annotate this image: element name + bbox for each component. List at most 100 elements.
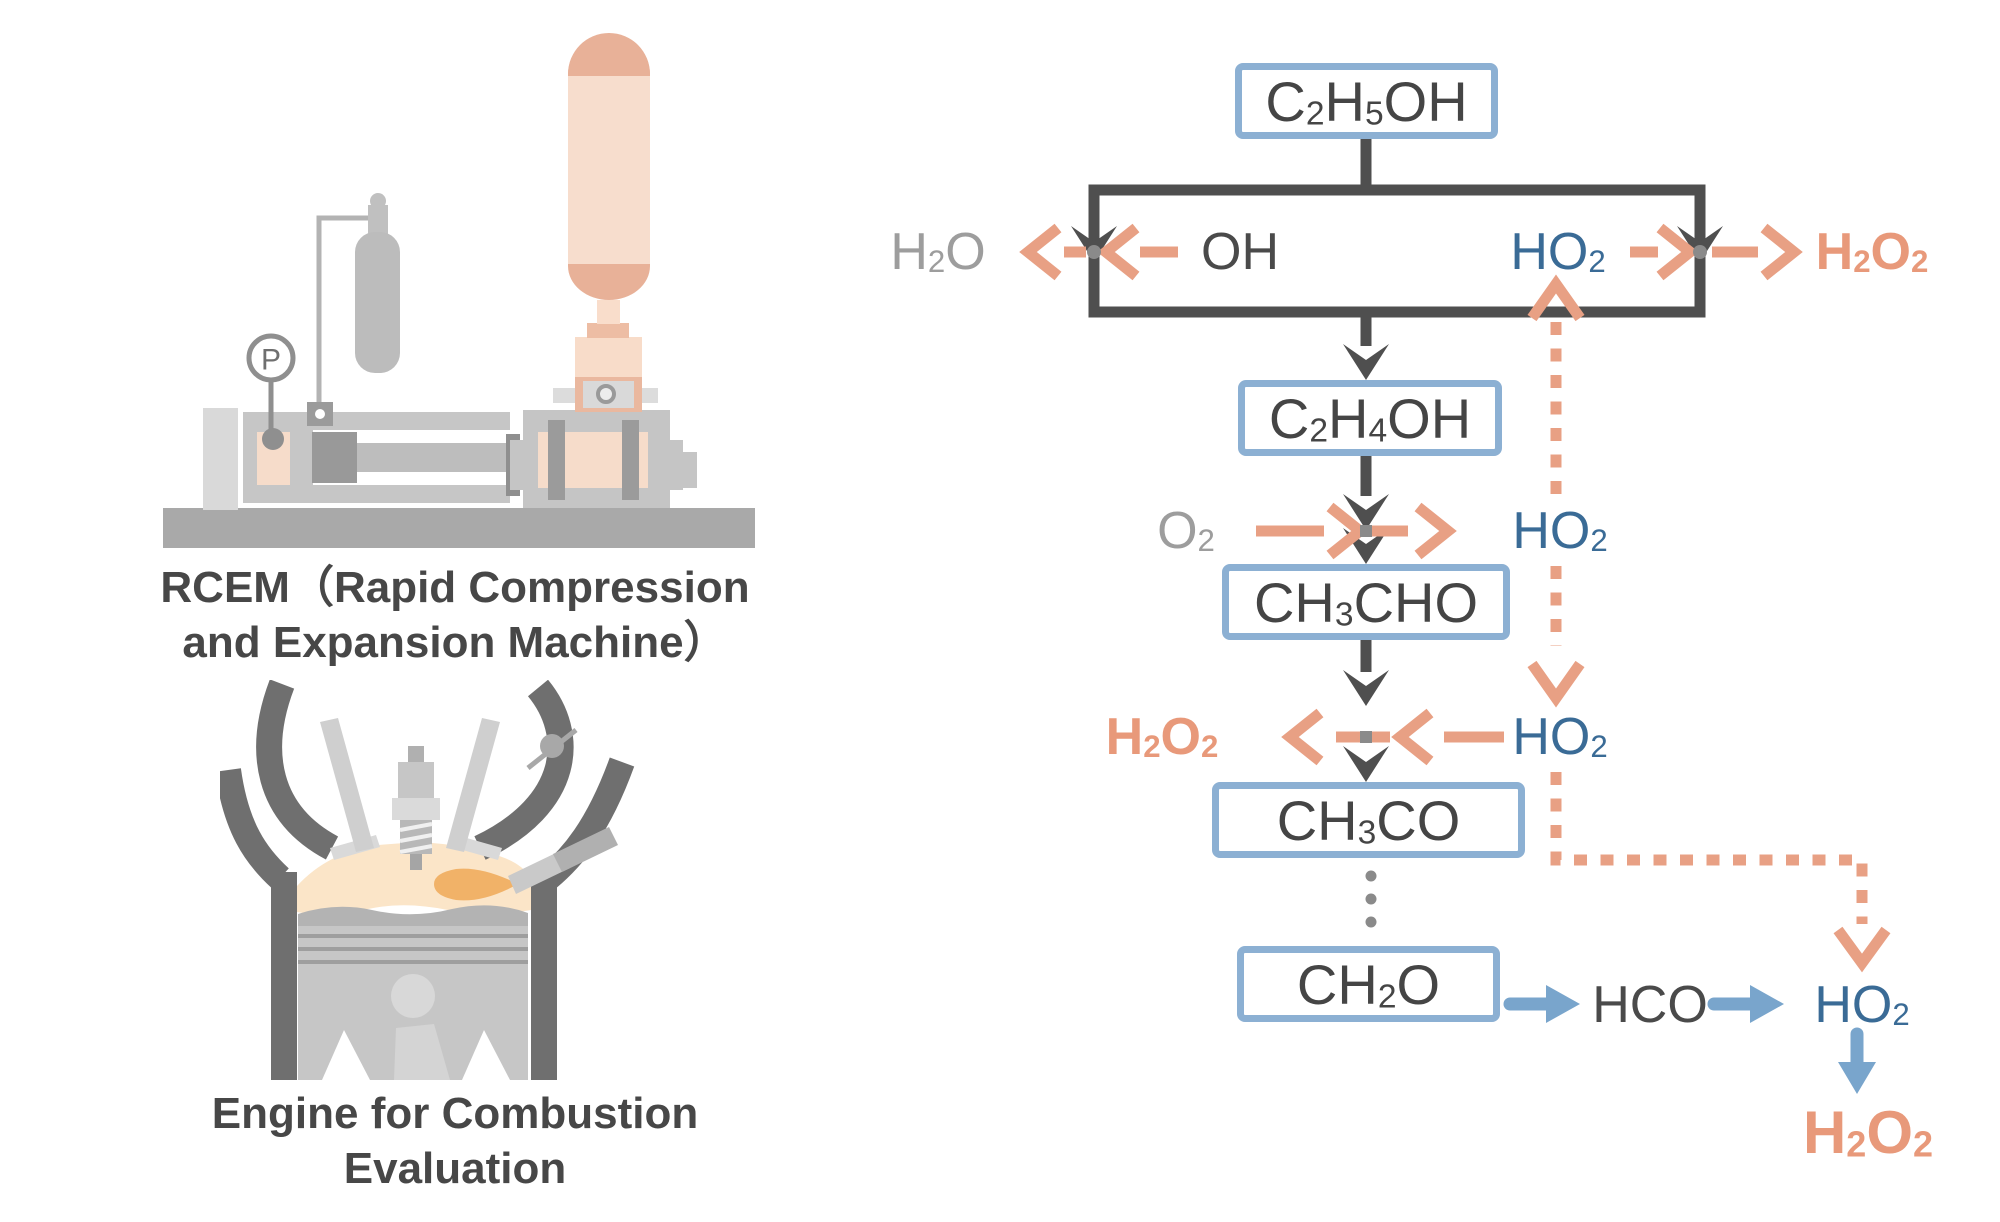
label-hco: HCO bbox=[1592, 976, 1708, 1034]
gas-cylinder-neck bbox=[368, 205, 388, 235]
label-ho2-third: HO2 bbox=[1512, 708, 1608, 766]
chamber-flange-right bbox=[670, 440, 683, 490]
engine-caption: Engine for Combustion Evaluation bbox=[130, 1086, 780, 1196]
label-h2o2-left: H2O2 bbox=[1105, 708, 1219, 766]
accumulator-body bbox=[568, 74, 650, 264]
species-box-c2h5oh: C2H5OH bbox=[1235, 63, 1498, 139]
ellipsis-dot-1 bbox=[1365, 870, 1377, 882]
branch-frame bbox=[1088, 139, 1706, 672]
intake-runner-far-left bbox=[220, 768, 289, 888]
species-box-ch3co: CH3CO bbox=[1212, 782, 1525, 858]
exhaust-runner-upper-right bbox=[474, 680, 574, 860]
connecting-rod bbox=[394, 1024, 450, 1080]
species-formula-ch3co: CH3CO bbox=[1276, 788, 1461, 852]
rcem-base bbox=[163, 508, 755, 548]
piston-pin bbox=[391, 974, 435, 1018]
label-h2o: H2O bbox=[890, 223, 986, 281]
pipe-fitting-port bbox=[315, 409, 325, 419]
dotted-arrowhead-up-top bbox=[1527, 274, 1585, 322]
species-box-ch3cho: CH3CHO bbox=[1222, 564, 1510, 640]
arrow-to-h2o2-left-head bbox=[1281, 708, 1324, 766]
intake-runner-upper-left bbox=[256, 680, 339, 860]
spark-plug-tip bbox=[410, 854, 422, 870]
label-ho2-bottom: HO2 bbox=[1814, 976, 1910, 1034]
rcem-piston-rod bbox=[357, 443, 506, 472]
label-o2: O2 bbox=[1157, 502, 1215, 560]
blue-arrows bbox=[1503, 985, 1876, 1094]
valve-left bbox=[320, 718, 374, 852]
gauge-ball bbox=[262, 428, 284, 450]
piston-skirt-notch-right bbox=[462, 1030, 510, 1080]
arrow-ch2o-hco-head bbox=[1546, 985, 1580, 1023]
ellipsis-dot-3 bbox=[1365, 916, 1377, 928]
injector-nozzle bbox=[508, 850, 570, 894]
chamber-flange-left bbox=[510, 440, 523, 490]
ellipsis-dot-2 bbox=[1365, 893, 1377, 905]
chamber-tab-right bbox=[683, 452, 697, 488]
adjuster-knob-icon bbox=[540, 734, 564, 758]
fuel-spray bbox=[434, 868, 518, 901]
rcem-machine-group: P bbox=[163, 33, 755, 548]
valve-right bbox=[446, 718, 500, 852]
label-oh: OH bbox=[1201, 223, 1279, 281]
arrowhead-to-o2-junction bbox=[1343, 494, 1389, 530]
arrow-ho2-head bbox=[1656, 223, 1699, 281]
gauge-dial bbox=[246, 333, 296, 383]
species-formula-ch2o: CH2O bbox=[1296, 952, 1441, 1016]
engine-caption-line2: Evaluation bbox=[343, 1144, 567, 1193]
chamber-bar-left bbox=[548, 420, 565, 500]
spark-plug-body bbox=[398, 762, 434, 798]
arrow-o2-to-ho2-head bbox=[1414, 502, 1457, 560]
arrowhead-to-ho2-junction bbox=[1343, 670, 1389, 706]
arrow-oh-head bbox=[1097, 223, 1140, 281]
rcem-backing-plate bbox=[203, 408, 238, 510]
driver-piston-neck bbox=[597, 300, 620, 324]
driver-piston-collar bbox=[587, 323, 629, 338]
dotted-arrowhead-down-bottom bbox=[1833, 926, 1891, 973]
thread-stripe-1 bbox=[399, 822, 433, 832]
gauge-label: P bbox=[261, 344, 281, 377]
ho2-dotted-path bbox=[1527, 274, 1891, 973]
spark-plug-collar bbox=[392, 798, 440, 820]
dotted-arrowhead-down-mid bbox=[1527, 660, 1585, 708]
label-h2o2-top: H2O2 bbox=[1815, 223, 1929, 281]
arrowhead-left-junction bbox=[1071, 226, 1117, 262]
accumulator-bottom-cap bbox=[568, 262, 650, 300]
rcem-caption: RCEM（Rapid Compression and Expansion Mac… bbox=[130, 560, 780, 670]
rcem-illustration: P bbox=[163, 33, 755, 548]
arrow-to-h2o2-head bbox=[1760, 223, 1803, 281]
label-ho2-top: HO2 bbox=[1510, 223, 1606, 281]
arrowhead-into-c2h4oh bbox=[1343, 344, 1389, 380]
gas-cylinder-cap bbox=[370, 193, 386, 209]
engine-illustration bbox=[220, 680, 635, 1080]
species-box-c2h4oh: C2H4OH bbox=[1238, 380, 1502, 456]
spark-plug-knob bbox=[408, 746, 424, 762]
engine-caption-line1: Engine for Combustion bbox=[211, 1089, 699, 1138]
dotted-segment-lower bbox=[1550, 772, 1868, 924]
arrow-ho2-mid-head bbox=[1391, 708, 1434, 766]
piston-crown bbox=[298, 905, 528, 926]
window-tab-left bbox=[553, 388, 575, 403]
species-formula-c2h4oh: C2H4OH bbox=[1268, 386, 1472, 450]
species-box-ch2o: CH2O bbox=[1237, 946, 1500, 1022]
thread-stripe-3 bbox=[399, 844, 433, 854]
window-ring bbox=[596, 384, 616, 404]
label-h2o2-bottom: H2O2 bbox=[1802, 1099, 1934, 1166]
junction-dot-left bbox=[1087, 245, 1101, 259]
arrow-ho2-h2o2-head bbox=[1838, 1062, 1876, 1094]
gas-cylinder bbox=[355, 232, 400, 373]
chamber-bar-right bbox=[622, 420, 639, 500]
thread-stripe-2 bbox=[399, 833, 433, 843]
accumulator-top-dome bbox=[568, 34, 650, 75]
arrowhead-right-junction bbox=[1677, 226, 1723, 262]
arrow-to-h2o-head bbox=[1019, 223, 1062, 281]
junction-dot-o2 bbox=[1360, 525, 1372, 537]
arrowhead-into-ch3co bbox=[1343, 746, 1389, 782]
rcem-caption-line2: and Expansion Machine） bbox=[182, 618, 728, 667]
piston-skirt-notch-left bbox=[322, 1030, 370, 1080]
rcem-caption-line1: RCEM（Rapid Compression bbox=[160, 563, 750, 612]
branch-rectangle bbox=[1088, 184, 1706, 318]
junction-dot-ho2 bbox=[1360, 731, 1372, 743]
